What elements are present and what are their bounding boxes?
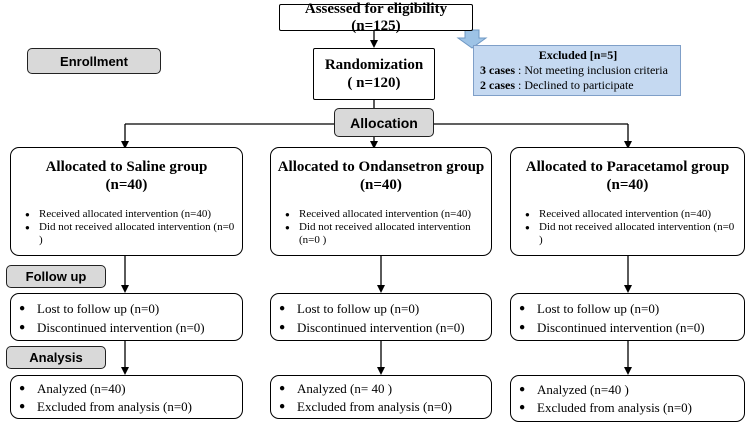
analysis-list: Analyzed (n= 40 ) Excluded from analysis… (275, 380, 487, 416)
list-item: Discontinued intervention (n=0) (515, 318, 740, 337)
analysis-list: Analyzed (n=40) Excluded from analysis (… (15, 380, 238, 416)
allocation-n: (n=40) (606, 177, 649, 193)
allocation-n: (n=40) (105, 177, 148, 193)
assessed-box: Assessed for eligibility (n=125) (279, 1, 473, 34)
excluded-line-1: 3 cases : Not meeting inclusion criteria (480, 63, 668, 77)
enrollment-stage-label: Enrollment (27, 48, 161, 74)
randomization-n: ( n=120) (347, 75, 401, 91)
allocation-list: Received allocated intervention (n=40) D… (517, 208, 738, 247)
analysis-stage-label: Analysis (6, 346, 106, 369)
list-item: Received allocated intervention (n=40) (17, 208, 236, 221)
list-item: Analyzed (n=40 ) (515, 381, 740, 399)
allocation-title: Allocated to Ondansetron group (277, 159, 485, 175)
randomization-box: Randomization ( n=120) (313, 48, 435, 100)
list-item: Received allocated intervention (n=40) (517, 208, 738, 221)
follow-up-list: Lost to follow up (n=0) Discontinued int… (515, 299, 740, 337)
follow-up-box-ondansetron: Lost to follow up (n=0) Discontinued int… (270, 293, 492, 341)
list-item: Received allocated intervention (n=40) (277, 208, 485, 221)
list-item: Lost to follow up (n=0) (15, 299, 238, 318)
excluded-block-arrow (456, 29, 488, 49)
follow-up-box-saline: Lost to follow up (n=0) Discontinued int… (10, 293, 243, 341)
list-item: Excluded from analysis (n=0) (15, 398, 238, 416)
analysis-box-saline: Analyzed (n=40) Excluded from analysis (… (10, 375, 243, 419)
allocation-n: (n=40) (360, 177, 402, 193)
follow-up-list: Lost to follow up (n=0) Discontinued int… (275, 299, 487, 337)
list-item: Did not received allocated intervention … (277, 221, 485, 247)
allocation-stage-label: Allocation (334, 108, 434, 137)
allocation-list: Received allocated intervention (n=40) D… (17, 208, 236, 247)
list-item: Analyzed (n=40) (15, 380, 238, 398)
allocation-box-ondansetron: Allocated to Ondansetron group (n=40) Re… (270, 147, 492, 256)
follow-up-stage-label: Follow up (6, 265, 106, 288)
allocation-title: Allocated to Saline group (45, 159, 208, 175)
allocation-title: Allocated to Paracetamol group (525, 159, 730, 175)
analysis-list: Analyzed (n=40 ) Excluded from analysis … (515, 381, 740, 417)
allocation-list: Received allocated intervention (n=40) D… (277, 208, 485, 247)
list-item: Lost to follow up (n=0) (515, 299, 740, 318)
list-item: Excluded from analysis (n=0) (515, 399, 740, 417)
analysis-box-paracetamol: Analyzed (n=40 ) Excluded from analysis … (510, 375, 745, 422)
analysis-box-ondansetron: Analyzed (n= 40 ) Excluded from analysis… (270, 375, 492, 419)
excluded-title: Excluded [n=5] (538, 48, 618, 62)
randomization-title: Randomization (324, 57, 424, 73)
assessed-text: Assessed for eligibility (n=125) (304, 0, 448, 34)
list-item: Did not received allocated intervention … (17, 221, 236, 247)
list-item: Excluded from analysis (n=0) (275, 398, 487, 416)
list-item: Discontinued intervention (n=0) (15, 318, 238, 337)
list-item: Did not received allocated intervention … (517, 221, 738, 247)
list-item: Lost to follow up (n=0) (275, 299, 487, 318)
excluded-line-2: 2 cases : Declined to participate (480, 78, 634, 92)
allocation-box-saline: Allocated to Saline group (n=40) Receive… (10, 147, 243, 256)
allocation-box-paracetamol: Allocated to Paracetamol group (n=40) Re… (510, 147, 745, 256)
follow-up-list: Lost to follow up (n=0) Discontinued int… (15, 299, 238, 337)
list-item: Analyzed (n= 40 ) (275, 380, 487, 398)
list-item: Discontinued intervention (n=0) (275, 318, 487, 337)
excluded-box: Excluded [n=5] 3 cases : Not meeting inc… (473, 45, 681, 96)
follow-up-box-paracetamol: Lost to follow up (n=0) Discontinued int… (510, 293, 745, 341)
